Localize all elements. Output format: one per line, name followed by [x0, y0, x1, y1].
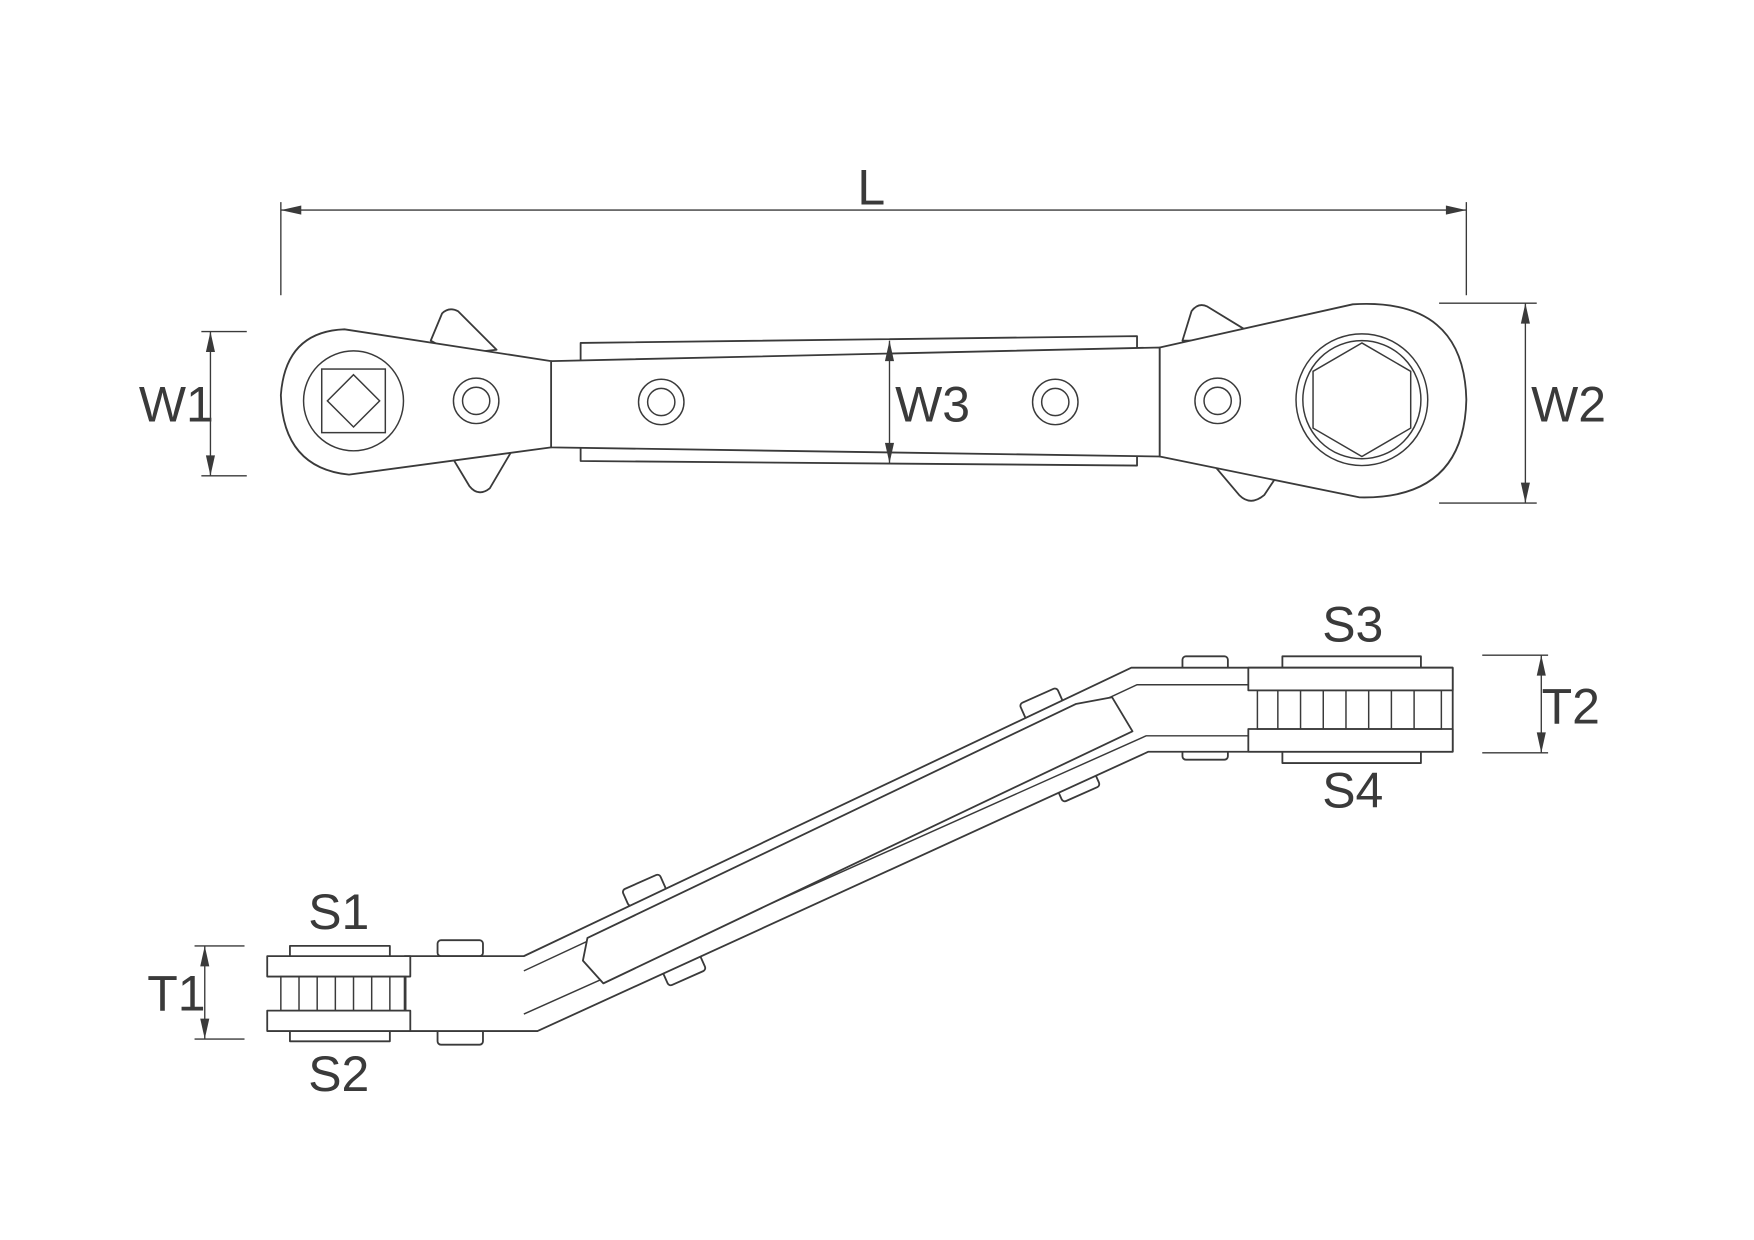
dimension-W1: W1 [139, 330, 247, 477]
rivet [1194, 377, 1242, 425]
rivet [637, 378, 685, 426]
left-pawl-top [429, 308, 498, 356]
label-S4: S4 [1322, 762, 1383, 818]
left-head [279, 328, 553, 476]
wrench-side-view [266, 655, 1454, 1046]
left-plate-bottom [266, 1009, 412, 1032]
right-plate-top [1247, 666, 1454, 692]
left-pawl-bottom [447, 448, 514, 494]
side-shaft [403, 666, 1454, 1032]
label-W3: W3 [895, 376, 970, 432]
square-drive-outer [320, 368, 387, 434]
square-drive-icon [326, 373, 381, 429]
left-ratchet-gear [280, 975, 407, 1012]
right-cap-top [1281, 655, 1422, 669]
right-plate-bottom [1247, 728, 1454, 753]
right-head-ring-inner [1302, 339, 1422, 460]
label-W1: W1 [139, 376, 214, 432]
dimension-W2: W2 [1439, 302, 1606, 504]
side-tab [436, 939, 484, 958]
right-head-ring [1295, 333, 1429, 467]
label-T2: T2 [1542, 678, 1600, 734]
label-S3: S3 [1322, 597, 1383, 653]
dimension-T2: T2 [1482, 654, 1600, 754]
side-handle-sleeve [581, 696, 1134, 985]
dimension-T1: T1 [147, 945, 245, 1040]
rivet [452, 377, 500, 425]
label-L: L [857, 159, 885, 215]
dimension-W3: W3 [884, 340, 970, 464]
left-plate-top [266, 955, 412, 978]
left-gear-teeth [298, 976, 391, 1011]
label-S1: S1 [308, 884, 369, 940]
label-W2: W2 [1531, 376, 1606, 432]
left-head-ring [302, 350, 405, 452]
label-S2: S2 [308, 1046, 369, 1102]
label-T1: T1 [147, 966, 205, 1022]
dimension-L: L [280, 159, 1468, 296]
rivet [1031, 378, 1079, 426]
right-gear-teeth [1277, 690, 1415, 730]
right-ratchet-gear [1256, 689, 1443, 730]
hex-socket-icon [1312, 342, 1412, 458]
wrench-top-view [279, 302, 1468, 502]
